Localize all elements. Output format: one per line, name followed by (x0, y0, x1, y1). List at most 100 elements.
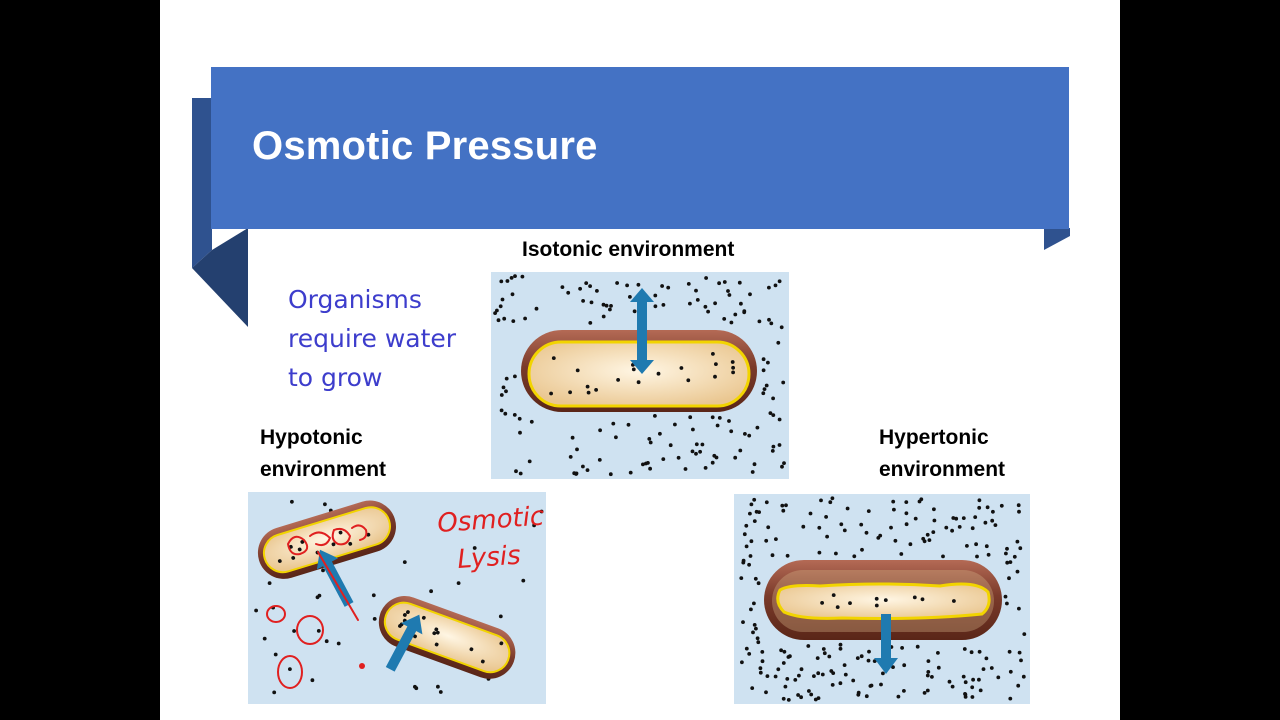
solute-dot (1005, 601, 1009, 606)
solute-dot (744, 523, 749, 528)
solute-dot (874, 603, 879, 608)
solute-dot (867, 649, 871, 654)
solute-dot (883, 598, 888, 602)
solute-dot (835, 605, 840, 609)
solute-dot (499, 279, 504, 284)
solute-dot (616, 378, 620, 382)
solute-dot (700, 442, 705, 447)
solute-dot (773, 674, 778, 679)
solute-dot (932, 507, 936, 512)
solute-dot (912, 595, 917, 600)
solute-dot (899, 552, 904, 556)
solute-dot (566, 290, 571, 295)
solute-dot (496, 318, 501, 323)
solute-dot (812, 674, 816, 678)
bullet-text: Organisms require water to grow (288, 280, 508, 397)
solute-dot (774, 537, 778, 541)
solute-dot (777, 279, 782, 284)
solute-dot (926, 659, 931, 663)
solute-dot (816, 671, 821, 676)
hypertonic-diagram (734, 494, 1030, 704)
solute-dot (658, 431, 662, 436)
solute-dot (1007, 649, 1012, 654)
solute-dot (851, 678, 856, 683)
solute-dot (331, 542, 336, 547)
solute-dot (726, 289, 730, 293)
solute-dot (1016, 683, 1021, 688)
solute-dot (568, 455, 573, 459)
solute-dot (653, 304, 658, 309)
solute-dot (752, 462, 757, 467)
solute-dot (843, 672, 848, 677)
solute-dot (990, 518, 995, 523)
solute-dot (767, 285, 771, 290)
solute-dot (985, 505, 990, 510)
solute-dot (902, 663, 907, 668)
solute-dot (761, 368, 766, 373)
solute-dot (614, 435, 618, 440)
solute-dot (970, 695, 975, 699)
solute-dot (838, 681, 843, 686)
solute-dot (625, 283, 629, 288)
solute-dot (1017, 606, 1021, 611)
solute-dot (941, 554, 945, 559)
solute-dot (900, 646, 904, 650)
shrunk-membrane (776, 582, 991, 620)
solute-dot (581, 299, 585, 303)
solute-dot (925, 688, 930, 693)
solute-dot (952, 599, 956, 603)
solute-dot (647, 437, 652, 441)
solute-dot (860, 547, 864, 552)
solute-dot (704, 276, 708, 280)
solute-dot (838, 646, 843, 651)
solute-dot (777, 417, 782, 422)
solute-dot (691, 427, 695, 432)
isotonic-label: Isotonic environment (522, 238, 735, 261)
solute-dot (756, 640, 761, 645)
solute-dot (480, 659, 485, 664)
solute-dot (819, 498, 823, 503)
solute-dot (993, 523, 998, 527)
solute-dot (336, 641, 341, 646)
solute-dot (827, 654, 832, 659)
solute-dot (780, 464, 784, 469)
solute-dot (1007, 576, 1011, 581)
solute-dot (499, 393, 504, 397)
solute-dot (731, 365, 735, 370)
solute-dot (1004, 551, 1008, 556)
solute-dot (711, 352, 715, 356)
solute-dot (1015, 539, 1020, 544)
solute-dot (963, 680, 968, 685)
solute-dot (977, 677, 981, 682)
solute-dot (925, 673, 930, 678)
solute-dot (406, 610, 410, 614)
solute-dot (727, 293, 732, 297)
solute-dot (703, 304, 708, 309)
solute-dot (324, 639, 329, 644)
solute-dot (694, 451, 698, 456)
solute-dot (758, 670, 763, 675)
solute-dot (889, 525, 893, 530)
solute-dot (831, 593, 836, 597)
solute-dot (710, 415, 715, 420)
solute-dot (499, 408, 504, 413)
solute-dot (925, 532, 930, 537)
solute-dot (372, 617, 377, 621)
solute-dot (688, 301, 692, 306)
solute-dot (1017, 650, 1022, 655)
solute-dot (1005, 560, 1010, 565)
solute-dot (713, 374, 717, 379)
solute-dot (273, 652, 278, 657)
solute-dot (977, 649, 982, 654)
solute-dot (970, 685, 975, 690)
solute-dot (523, 316, 527, 321)
solute-dot (414, 686, 419, 691)
solute-dot (921, 536, 926, 541)
solute-dot (944, 525, 949, 530)
solute-dot (272, 690, 277, 695)
solute-dot (560, 285, 565, 289)
solute-dot (1022, 632, 1027, 636)
solute-dot (722, 317, 727, 321)
solute-dot (965, 544, 969, 548)
solute-dot (511, 319, 516, 323)
